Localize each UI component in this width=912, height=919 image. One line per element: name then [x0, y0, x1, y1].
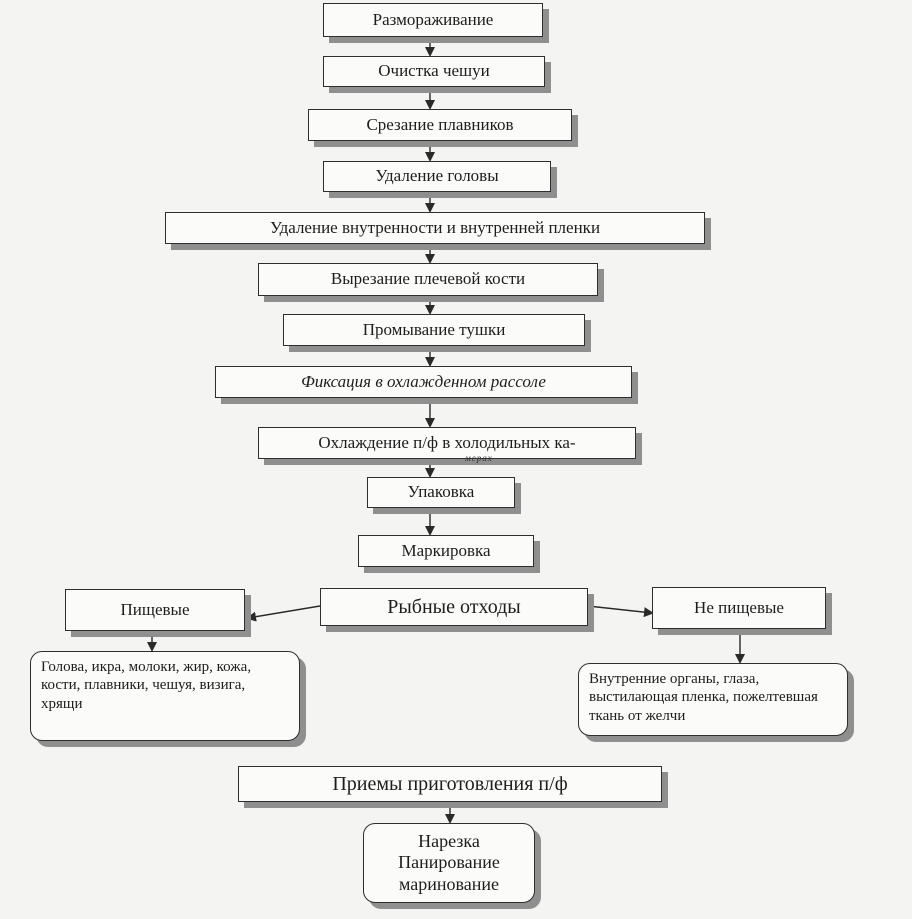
step-head-removal: Удаление головы [323, 161, 551, 192]
prep-method-cutting: Нарезка [418, 830, 480, 851]
step-fin-cutting: Срезание плавников [308, 109, 572, 141]
flowchart-arrows [147, 37, 745, 824]
step-scale-cleaning: Очистка чешуи [323, 56, 545, 87]
prep-method-breading: Панирование [398, 852, 500, 873]
arrow-waste-to-nonfood [587, 605, 654, 618]
step-washing: Промывание тушки [283, 314, 585, 346]
step-cooling-continuation: меpах [465, 453, 493, 463]
prep-methods-list: Нарезка Панирование маринование [363, 823, 535, 903]
fish-waste-box: Рыбные отходы [320, 588, 588, 626]
step-shoulder-bone: Вырезание плечевой кости [258, 263, 598, 296]
step-cooling: Охлаждение п/ф в холодильных ка- [258, 427, 636, 459]
prep-method-marinating: маринование [398, 873, 500, 894]
step-packing: Упаковка [367, 477, 515, 508]
nonfood-waste-box: Не пищевые [652, 587, 826, 629]
food-waste-box: Пищевые [65, 589, 245, 631]
prep-methods-title: Приемы приготовления п/ф [238, 766, 662, 802]
step-labeling: Маркировка [358, 535, 534, 567]
nonfood-waste-items: Внутренние органы, глаза, выстилающая пл… [578, 663, 848, 736]
food-waste-items: Голова, икра, молоки, жир, кожа, кости, … [30, 651, 300, 741]
step-defrosting: Размораживание [323, 3, 543, 37]
arrow-waste-to-food [246, 605, 321, 622]
step-gutting: Удаление внутренности и внутренней пленк… [165, 212, 705, 244]
step-brine-fixation: Фиксация в охлажденном рассоле [215, 366, 632, 398]
